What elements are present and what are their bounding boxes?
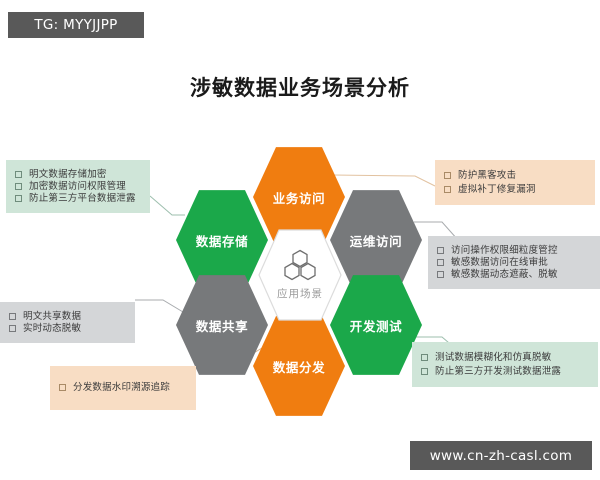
bullet-square-icon [437,270,444,278]
hexagon-label: 运维访问 [349,233,403,249]
callout-row: 防护黑客攻击 [444,171,585,181]
hexagon-label: 数据存储 [195,233,249,249]
callout-item-text: 防止第三方平台数据泄露 [29,192,136,204]
callout-item-text: 加密数据访问权限管理 [29,180,127,192]
page-title: 涉敏数据业务场景分析 [190,76,410,100]
callout-item-text: 访问操作权限细粒度管控 [451,244,558,256]
bullet-square-icon [9,324,16,332]
callout-item-text: 防止第三方开发测试数据泄露 [435,365,562,377]
callout-row: 敏感数据访问在线审批 [437,256,590,268]
watermark-tag-top: TG: MYYJJPP [8,12,144,38]
bullet-square-icon [444,185,451,193]
callout-dev-test: 测试数据模糊化和仿真脱敏 防止第三方开发测试数据泄露 [412,342,598,387]
callout-business-access: 防护黑客攻击 虚拟补丁修复漏洞 [435,160,595,205]
callout-row: 实时动态脱敏 [9,322,125,334]
hexagon-data-sharing[interactable]: 数据共享 [176,275,268,375]
callout-row: 测试数据模糊化和仿真脱敏 [421,353,588,363]
callout-row: 明文共享数据 [9,310,125,322]
callout-ops-access: 访问操作权限细粒度管控 敏感数据访问在线审批 敏感数据动态遮蔽、脱敏 [428,236,600,289]
callout-item-text: 测试数据模糊化和仿真脱敏 [435,352,552,363]
callout-row: 防止第三方平台数据泄露 [15,192,140,204]
bullet-square-icon [421,354,428,362]
hexagon-label: 数据共享 [195,318,249,334]
callout-item-text: 实时动态脱敏 [23,322,82,334]
bullet-square-icon [15,182,22,190]
hexagon-center-application-scenario[interactable]: 应用场景 [258,227,342,323]
hexagon-label: 开发测试 [349,318,403,334]
callout-item-text: 明文共享数据 [23,310,82,322]
center-label: 应用场景 [277,288,323,300]
watermark-url-bottom: www.cn-zh-casl.com [410,441,592,470]
callout-data-distribution: 分发数据水印溯源追踪 [50,366,196,410]
callout-row: 敏感数据动态遮蔽、脱敏 [437,268,590,280]
bullet-square-icon [421,367,428,375]
callout-row: 防止第三方开发测试数据泄露 [421,365,588,377]
center-hexagon-outline [258,229,342,321]
callout-row: 访问操作权限细粒度管控 [437,244,590,256]
hexagon-label: 业务访问 [272,190,326,206]
callout-item-text: 虚拟补丁修复漏洞 [458,183,536,195]
bullet-square-icon [437,258,444,266]
callout-row: 明文数据存储加密 [15,168,140,180]
hexagon-data-distribution[interactable]: 数据分发 [253,316,345,416]
callout-data-sharing: 明文共享数据 实时动态脱敏 [0,302,135,343]
callout-row: 加密数据访问权限管理 [15,180,140,192]
bullet-square-icon [15,194,22,202]
hexagon-ops-access[interactable]: 运维访问 [330,190,422,290]
bullet-square-icon [444,172,451,180]
bullet-square-icon [15,170,22,178]
hexagon-dev-test[interactable]: 开发测试 [330,275,422,375]
callout-row: 分发数据水印溯源追踪 [59,383,186,393]
bullet-square-icon [59,384,66,392]
callout-item-text: 敏感数据访问在线审批 [451,256,549,268]
callout-data-storage: 明文数据存储加密 加密数据访问权限管理 防止第三方平台数据泄露 [6,160,150,213]
callout-row: 虚拟补丁修复漏洞 [444,183,585,195]
callout-item-text: 明文数据存储加密 [29,168,107,180]
callout-item-text: 分发数据水印溯源追踪 [73,382,171,393]
callout-item-text: 防护黑客攻击 [458,170,517,181]
honeycomb-icon [284,249,316,281]
callout-item-text: 敏感数据动态遮蔽、脱敏 [451,268,558,280]
bullet-square-icon [9,312,16,320]
bullet-square-icon [437,246,444,254]
hexagon-label: 数据分发 [272,359,326,375]
